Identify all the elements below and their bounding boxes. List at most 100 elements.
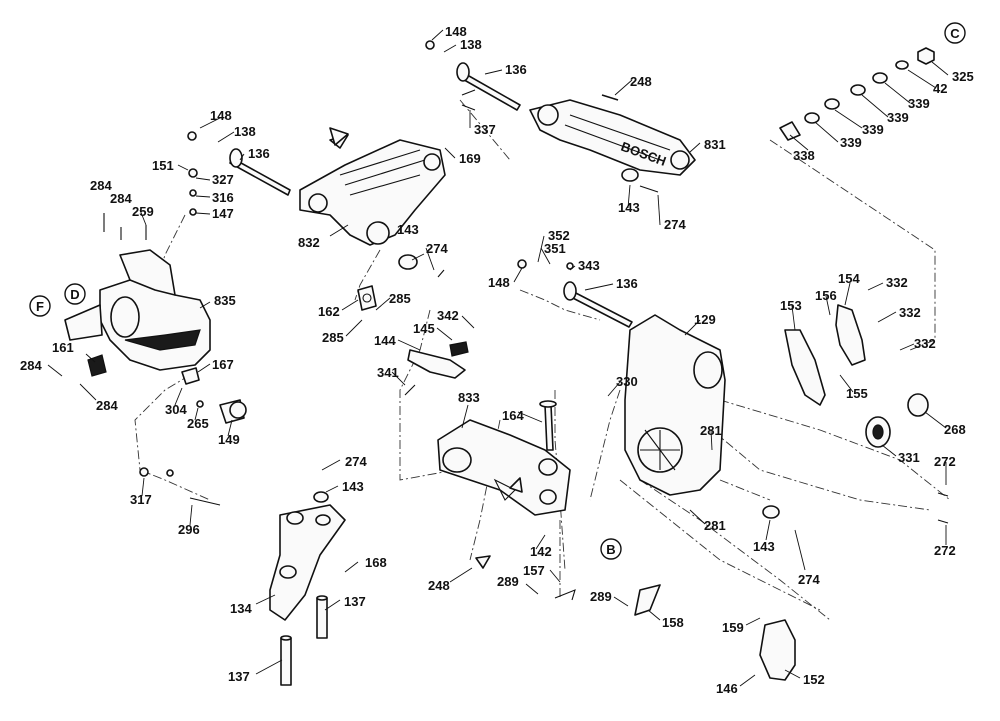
part-label: 833 xyxy=(458,390,480,405)
part-label: 832 xyxy=(298,235,320,250)
part-label: 159 xyxy=(722,620,744,635)
part-label: 143 xyxy=(342,479,364,494)
part-label: 341 xyxy=(377,365,399,380)
small-hardware xyxy=(103,40,949,524)
part-label: 136 xyxy=(616,276,638,291)
bearing-331-drawing xyxy=(865,393,929,448)
part-label: 168 xyxy=(365,555,387,570)
part-label: 152 xyxy=(803,672,825,687)
part-label: 281 xyxy=(700,423,722,438)
part-label: 352 xyxy=(548,228,570,243)
shaft-136-left xyxy=(229,148,291,196)
part-label: 339 xyxy=(840,135,862,150)
pin-137-drawing xyxy=(280,595,328,686)
part-label: 316 xyxy=(212,190,234,205)
part-label: 331 xyxy=(898,450,920,465)
part-label: 137 xyxy=(344,594,366,609)
part-label: 156 xyxy=(815,288,837,303)
part-label: 284 xyxy=(96,398,118,413)
part-label: 285 xyxy=(322,330,344,345)
arm-833-drawing xyxy=(437,419,571,516)
part-label: 248 xyxy=(630,74,652,89)
part-label: 835 xyxy=(214,293,236,308)
part-label: 342 xyxy=(437,308,459,323)
part-label: 138 xyxy=(234,124,256,139)
part-label: 147 xyxy=(212,206,234,221)
part-label: 327 xyxy=(212,172,234,187)
bracket-152-drawing xyxy=(759,619,796,681)
part-label: 143 xyxy=(397,222,419,237)
part-label: 142 xyxy=(530,544,552,559)
part-label: 284 xyxy=(20,358,42,373)
part-label: 332 xyxy=(886,275,908,290)
part-label: 158 xyxy=(662,615,684,630)
callout-f-label: F xyxy=(36,299,44,314)
part-label: 146 xyxy=(716,681,738,696)
part-label: 274 xyxy=(664,217,686,232)
knob-167-drawing xyxy=(181,367,200,385)
callout-d: D xyxy=(64,283,86,305)
part-label: 332 xyxy=(914,336,936,351)
part-label: 338 xyxy=(793,148,815,163)
part-label: 281 xyxy=(704,518,726,533)
part-label: 148 xyxy=(210,108,232,123)
part-144-drawing xyxy=(407,341,469,379)
direction-markers xyxy=(329,94,619,569)
part-label: 304 xyxy=(165,402,187,417)
arm-831-drawing: BOSCH xyxy=(529,99,696,176)
part-label: 274 xyxy=(426,241,448,256)
callout-c: C xyxy=(944,22,966,44)
part-label: 259 xyxy=(132,204,154,219)
shaft-136-top xyxy=(456,62,521,111)
part-label: 332 xyxy=(899,305,921,320)
part-label: 265 xyxy=(187,416,209,431)
plate-153-154-drawing xyxy=(784,304,866,406)
part-label: 149 xyxy=(218,432,240,447)
part-label: 148 xyxy=(445,24,467,39)
part-label: 289 xyxy=(590,589,612,604)
part-label: 161 xyxy=(52,340,74,355)
part-label: 272 xyxy=(934,454,956,469)
part-label: 167 xyxy=(212,357,234,372)
part-label: 143 xyxy=(618,200,640,215)
washer-stack-drawing xyxy=(779,47,935,141)
part-label: 136 xyxy=(505,62,527,77)
part-label: 248 xyxy=(428,578,450,593)
leader-lines xyxy=(47,29,949,687)
clip-158-drawing xyxy=(554,584,661,616)
part-label: 144 xyxy=(374,333,396,348)
part-label: 268 xyxy=(944,422,966,437)
callout-b: B xyxy=(600,538,622,560)
part-label: 339 xyxy=(862,122,884,137)
part-label: 151 xyxy=(152,158,174,173)
part-label: 272 xyxy=(934,543,956,558)
part-label: 154 xyxy=(838,271,860,286)
callout-c-label: C xyxy=(950,26,960,41)
lever-134-drawing xyxy=(269,504,346,621)
part-label: 325 xyxy=(952,69,974,84)
part-label: 143 xyxy=(753,539,775,554)
part-label: 330 xyxy=(616,374,638,389)
part-label: 138 xyxy=(460,37,482,52)
part-label: 164 xyxy=(502,408,524,423)
part-label: 831 xyxy=(704,137,726,152)
arm-832-drawing xyxy=(299,134,446,246)
part-label: 134 xyxy=(230,601,252,616)
part-label: 296 xyxy=(178,522,200,537)
housing-129-drawing xyxy=(624,314,726,496)
part-label: 157 xyxy=(523,563,545,578)
part-162-drawing xyxy=(357,285,377,311)
part-label: 137 xyxy=(228,669,250,684)
part-label: 317 xyxy=(130,492,152,507)
part-labels: 148 138 136 248 337 169 831 143 274 832 … xyxy=(20,24,974,696)
callout-b-label: B xyxy=(606,542,615,557)
pin-164-drawing xyxy=(539,400,557,451)
part-label: 129 xyxy=(694,312,716,327)
bushing-143-drawing xyxy=(313,168,780,519)
part-label: 343 xyxy=(578,258,600,273)
part-label: 337 xyxy=(474,122,496,137)
part-label: 155 xyxy=(846,386,868,401)
callout-f: F xyxy=(29,295,51,317)
part-label: 274 xyxy=(345,454,367,469)
